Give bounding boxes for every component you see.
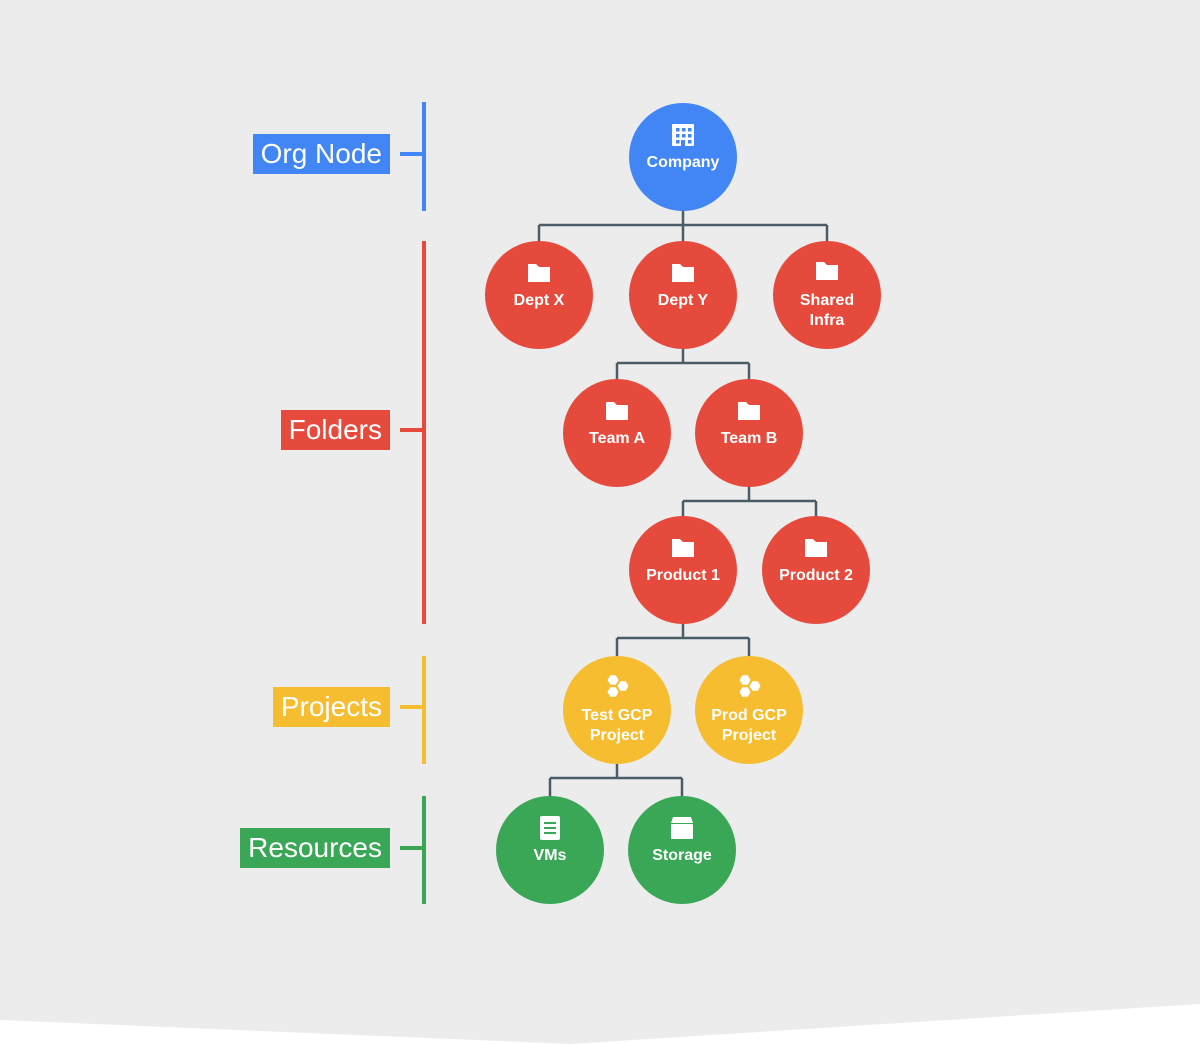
bottom-notch	[0, 1004, 1200, 1044]
level-label-resources: Resources	[240, 828, 390, 868]
node-prod-gcp-project: Prod GCP Project	[695, 656, 803, 764]
server-icon	[540, 816, 560, 840]
node-circle	[563, 379, 671, 487]
folder-icon	[672, 539, 694, 557]
node-label: Team A	[589, 430, 645, 447]
node-circle	[695, 656, 803, 764]
node-label: Company	[647, 154, 720, 171]
node-circle	[629, 103, 737, 211]
node-product-1: Product 1	[629, 516, 737, 624]
folder-icon	[738, 402, 760, 420]
node-label: Dept Y	[658, 292, 709, 309]
node-circle	[628, 796, 736, 904]
node-dept-x: Dept X	[485, 241, 593, 349]
node-circle	[629, 516, 737, 624]
node-label: Product 1	[646, 567, 720, 584]
level-label-org: Org Node	[252, 134, 390, 174]
level-brackets	[400, 102, 426, 904]
node-product-2: Product 2	[762, 516, 870, 624]
folder-icon	[816, 262, 838, 280]
level-label-folders: Folders	[280, 410, 390, 450]
node-team-b: Team B	[695, 379, 803, 487]
node-circle	[629, 241, 737, 349]
node-company: Company	[629, 103, 737, 211]
storage-icon	[671, 817, 693, 839]
node-label: Dept X	[514, 292, 565, 309]
node-label: VMs	[534, 847, 567, 864]
node-label: Prod GCP	[711, 707, 787, 724]
node-label: Infra	[810, 312, 845, 329]
node-label: Product 2	[779, 567, 853, 584]
node-label: Storage	[652, 847, 712, 864]
node-circle	[563, 656, 671, 764]
level-label-projects: Projects	[272, 687, 390, 727]
node-circle	[762, 516, 870, 624]
node-circle	[496, 796, 604, 904]
node-label: Project	[722, 727, 777, 744]
folder-icon	[606, 402, 628, 420]
node-test-gcp-project: Test GCP Project	[563, 656, 671, 764]
node-circle	[773, 241, 881, 349]
node-circle	[485, 241, 593, 349]
hexagons-icon	[739, 675, 761, 697]
node-circle	[695, 379, 803, 487]
node-label: Test GCP	[582, 707, 653, 724]
node-label: Team B	[721, 430, 778, 447]
folder-icon	[528, 264, 550, 282]
node-team-a: Team A	[563, 379, 671, 487]
node-label: Shared	[800, 292, 854, 309]
node-storage: Storage	[628, 796, 736, 904]
folder-icon	[805, 539, 827, 557]
folder-icon	[672, 264, 694, 282]
node-label: Project	[590, 727, 645, 744]
building-icon	[672, 124, 694, 146]
hexagons-icon	[607, 675, 629, 697]
node-vms: VMs	[496, 796, 604, 904]
node-dept-y: Dept Y	[629, 241, 737, 349]
